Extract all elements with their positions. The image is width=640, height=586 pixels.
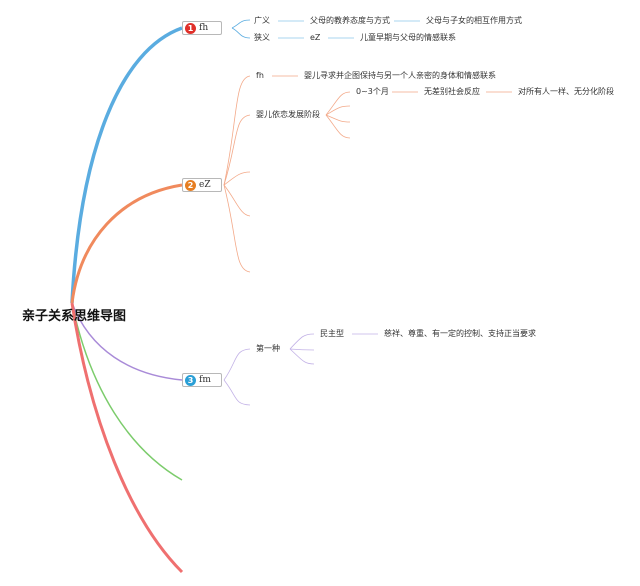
root-topic[interactable]: 亲子关系思维导图	[22, 309, 127, 324]
branch-2-label: eZ	[199, 180, 211, 190]
b2-sub-detail[interactable]: 无差别社会反应	[424, 87, 480, 96]
b2-sub-extra[interactable]: 对所有人一样、无分化阶段	[518, 87, 614, 96]
number-badge-icon: 2	[185, 179, 196, 191]
branch-1-label: fh	[199, 23, 209, 33]
b2-child-2-label[interactable]: 婴儿依恋发展阶段	[256, 110, 320, 119]
b2-child-1-detail[interactable]: 婴儿寻求并企图保持与另一个人亲密的身体和情感联系	[304, 71, 496, 80]
b1-fork	[231, 19, 251, 29]
branch-4-connector	[71, 302, 183, 481]
b3-child-1-label[interactable]: 第一种	[256, 344, 280, 353]
branch-1-connector	[70, 26, 183, 304]
b1-child-1-label[interactable]: 广义	[254, 16, 270, 25]
branch-2-connector	[70, 183, 183, 304]
branch-2-node[interactable]: 2 eZ	[182, 178, 222, 192]
b1-child-2-extra[interactable]: 儿童早期与父母的情感联系	[360, 33, 456, 42]
b1-child-1-detail[interactable]: 父母的教养态度与方式	[310, 16, 390, 25]
b3-sub-detail[interactable]: 慈祥、尊重、有一定的控制、支持正当要求	[384, 329, 536, 338]
number-badge-icon: 1	[185, 22, 196, 34]
branch-3-connector	[71, 302, 183, 381]
b2-child-1-label[interactable]: fh	[256, 71, 264, 80]
branch-5-connector	[70, 302, 184, 574]
branch-3-label: fm	[199, 375, 211, 385]
b1-child-2-detail[interactable]: eZ	[310, 33, 321, 42]
number-badge-icon: 3	[185, 374, 196, 386]
branch-1-node[interactable]: 1 fh	[182, 21, 222, 35]
b3-sub-label[interactable]: 民主型	[320, 329, 344, 338]
b1-child-1-extra[interactable]: 父母与子女的相互作用方式	[426, 16, 522, 25]
branch-3-node[interactable]: 3 fm	[182, 373, 222, 387]
b2-sub-label[interactable]: 0~3个月	[356, 87, 389, 96]
b1-child-2-label[interactable]: 狭义	[254, 33, 270, 42]
